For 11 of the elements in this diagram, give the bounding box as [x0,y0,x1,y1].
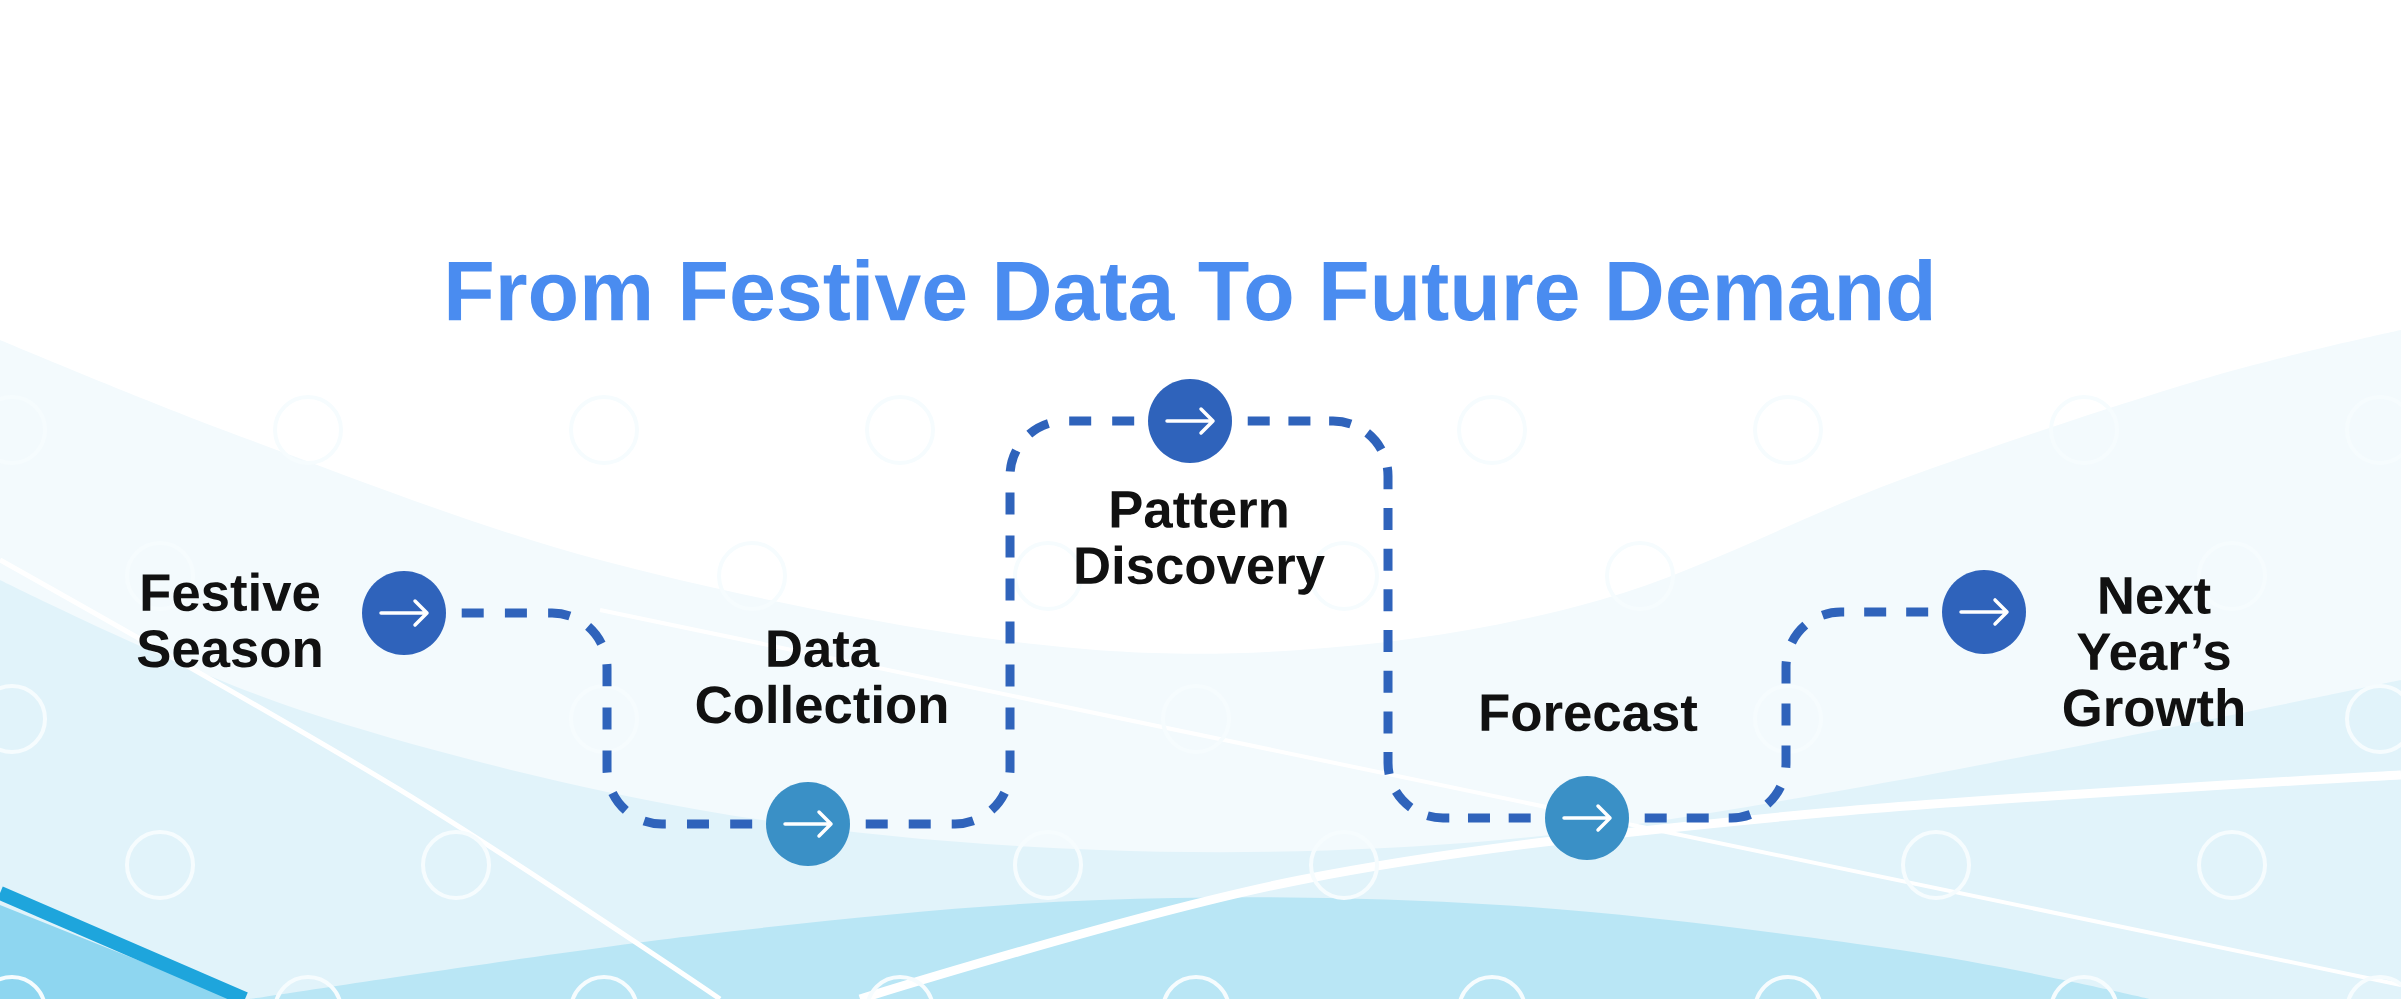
step-label: Pattern Discovery [1076,491,1325,595]
title: From Festive Data To Future Demand [448,259,1932,321]
step-label: Next Year’s Growth [2063,577,2243,727]
step-circle [766,782,850,866]
step-circle [362,571,446,655]
step-circle [1942,570,2026,654]
step-label: Forecast [1481,694,1698,732]
step-circle [1148,379,1232,463]
step-label: Data Collection [696,630,947,724]
step-circle [1545,776,1629,860]
step-label: Festive Season [137,572,321,668]
